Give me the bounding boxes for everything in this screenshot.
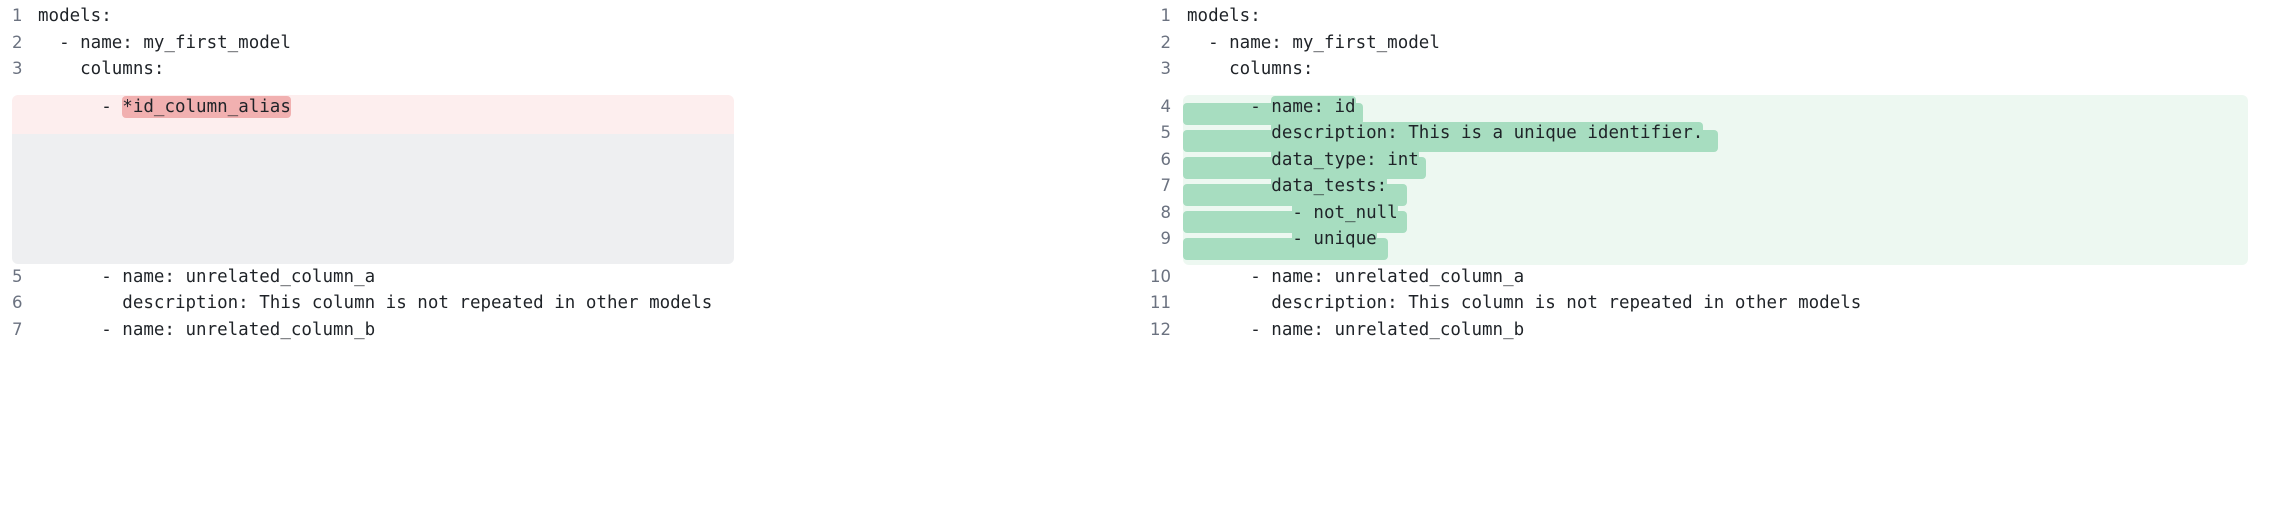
added-token: - not_null <box>1292 201 1398 224</box>
line-content: - not_null <box>1187 200 2278 227</box>
line-number: 1 <box>12 6 23 25</box>
line-content: models: <box>38 6 112 26</box>
added-token: - unique <box>1292 228 1377 250</box>
line-indent <box>1187 176 1271 196</box>
line-content: - name: my_first_model <box>38 32 291 53</box>
line-number: 5 <box>1160 123 1172 142</box>
line-content: - unique <box>1187 226 2278 253</box>
line-content: description: This column is not repeated… <box>1187 293 1862 313</box>
before-code-lines: 1 models: 2 - name: my_first_model 3 col… <box>0 0 1139 343</box>
code-line[interactable]: 11 description: This column is not repea… <box>1139 290 2278 317</box>
line-indent: - <box>38 96 123 117</box>
code-line-added[interactable]: 8 - not_null <box>1139 200 2278 227</box>
line-content: data_type: int <box>1187 147 2278 174</box>
placeholder-row <box>0 200 1139 227</box>
block-gap <box>0 253 1139 264</box>
before-pane: 1 models: 2 - name: my_first_model 3 col… <box>0 0 1139 343</box>
line-content: - name: my_first_model <box>1187 32 1440 53</box>
code-line-added[interactable]: 6 data_type: int <box>1139 147 2278 174</box>
code-line-added[interactable]: 4 - name: id <box>1139 94 2278 121</box>
line-number: 9 <box>1160 229 1172 248</box>
line-number: 6 <box>1160 149 1172 169</box>
line-number: 6 <box>12 293 23 312</box>
line-content: columns: <box>38 59 165 79</box>
line-content: - *id_column_alias <box>38 94 1139 121</box>
line-content: description: This column is not repeated… <box>38 293 713 313</box>
added-token: data_tests: <box>1271 175 1388 197</box>
added-token: name: id <box>1271 95 1356 118</box>
placeholder-row <box>0 120 1139 147</box>
line-number: 11 <box>1150 293 1171 312</box>
line-content: columns: <box>1187 59 1314 79</box>
code-line-added[interactable]: 5 description: This is a unique identifi… <box>1139 120 2278 147</box>
line-indent <box>1187 150 1271 170</box>
line-number: 4 <box>1160 96 1172 116</box>
placeholder-row <box>0 147 1139 174</box>
code-line-added[interactable]: 9 - unique <box>1139 226 2278 253</box>
added-token: data_type: int <box>1271 148 1419 171</box>
code-line[interactable]: 7 - name: unrelated_column_b <box>0 317 1139 344</box>
block-gap <box>0 83 1139 94</box>
line-number: 3 <box>12 59 23 78</box>
code-line[interactable]: 3 columns: <box>1139 56 2278 83</box>
placeholder-row <box>0 173 1139 200</box>
line-number: 2 <box>12 32 23 52</box>
placeholder-row <box>0 226 1139 253</box>
line-indent <box>1187 123 1271 143</box>
line-number: 12 <box>1150 319 1171 339</box>
code-line[interactable]: 5 - name: unrelated_column_a <box>0 264 1139 291</box>
line-indent <box>1187 203 1292 223</box>
block-gap <box>1139 253 2278 264</box>
code-line-removed[interactable]: 4 - *id_column_alias <box>0 94 1139 121</box>
code-line[interactable]: 2 - name: my_first_model <box>1139 30 2278 57</box>
line-content: - name: unrelated_column_b <box>1187 319 1525 340</box>
line-number: 4 <box>12 96 23 116</box>
line-number: 10 <box>1150 266 1171 286</box>
line-content: models: <box>1187 6 1261 26</box>
block-gap <box>1139 83 2278 94</box>
code-line-added[interactable]: 7 data_tests: <box>1139 173 2278 200</box>
line-content: data_tests: <box>1187 173 2278 200</box>
code-line[interactable]: 1 models: <box>0 3 1139 30</box>
removed-token: *id_column_alias <box>122 95 291 118</box>
code-line[interactable]: 12 - name: unrelated_column_b <box>1139 317 2278 344</box>
line-number: 2 <box>1160 32 1172 52</box>
line-number: 1 <box>1160 6 1172 25</box>
line-content: - name: unrelated_column_b <box>38 319 376 340</box>
code-line[interactable]: 3 columns: <box>0 56 1139 83</box>
added-token: description: This is a unique identifier… <box>1271 122 1704 144</box>
line-content: - name: id <box>1187 94 2278 121</box>
line-content: - name: unrelated_column_a <box>1187 266 1525 287</box>
code-line[interactable]: 2 - name: my_first_model <box>0 30 1139 57</box>
line-number: 3 <box>1160 59 1172 78</box>
line-number: 7 <box>1160 176 1172 195</box>
line-content: - name: unrelated_column_a <box>38 266 376 287</box>
after-code-lines: 1 models: 2 - name: my_first_model 3 col… <box>1139 0 2278 343</box>
after-pane: 1 models: 2 - name: my_first_model 3 col… <box>1139 0 2278 528</box>
line-number: 8 <box>1160 202 1172 222</box>
code-line[interactable]: 1 models: <box>1139 3 2278 30</box>
line-content: description: This is a unique identifier… <box>1187 120 2278 147</box>
line-number: 5 <box>12 266 23 286</box>
line-number: 7 <box>12 319 23 339</box>
line-indent <box>1187 229 1292 249</box>
line-indent: - <box>1187 96 1272 117</box>
code-line[interactable]: 10 - name: unrelated_column_a <box>1139 264 2278 291</box>
code-line[interactable]: 6 description: This column is not repeat… <box>0 290 1139 317</box>
